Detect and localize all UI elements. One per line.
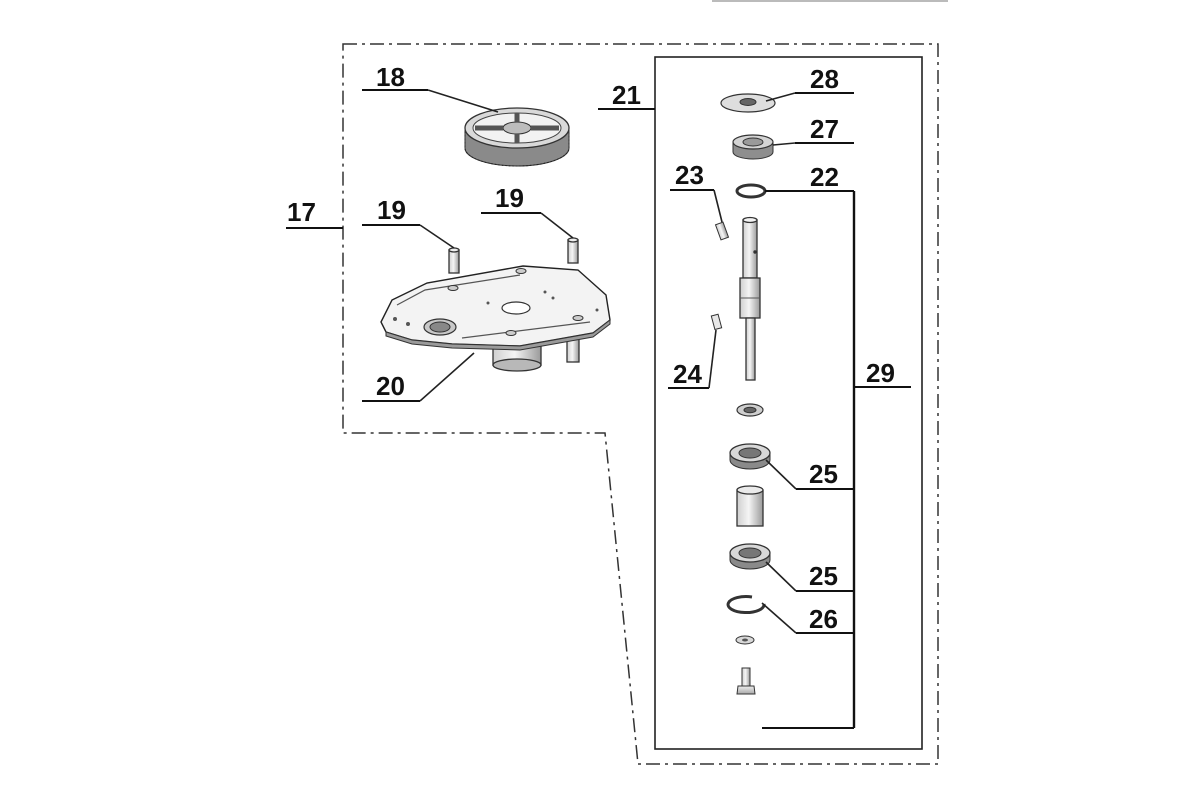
assembly-21-boundary: [654, 56, 923, 750]
pin-right: [567, 237, 579, 264]
label-19-left: 19: [377, 195, 406, 225]
seal-part: [732, 134, 774, 160]
label-29: 29: [866, 358, 895, 388]
base-plate-part: [380, 265, 611, 372]
key-part: [710, 313, 723, 331]
sleeve-part: [736, 485, 764, 527]
label-22: 22: [810, 162, 839, 192]
bearing-upper: [729, 443, 771, 470]
leader-lines: [286, 89, 911, 729]
assembly-17-boundary: [342, 43, 939, 765]
bearing-lower: [729, 543, 771, 570]
label-25-lower: 25: [809, 561, 838, 591]
label-20: 20: [376, 371, 405, 401]
spacer-ring: [736, 403, 764, 417]
label-26: 26: [809, 604, 838, 634]
grub-screw-part: [714, 221, 730, 241]
washer-part: [720, 93, 776, 113]
label-18: 18: [376, 62, 405, 92]
label-24: 24: [673, 359, 702, 389]
gear-part: [464, 107, 570, 167]
label-21: 21: [612, 80, 641, 110]
shaft-part: [739, 216, 761, 381]
bolt-part: [736, 667, 756, 695]
label-23: 23: [675, 160, 704, 190]
circlip-upper: [735, 183, 767, 199]
circlip-lower: [726, 595, 766, 615]
label-28: 28: [810, 64, 839, 94]
small-washer: [735, 635, 755, 645]
label-17: 17: [287, 197, 316, 227]
label-19-right: 19: [495, 183, 524, 213]
pin-left: [448, 247, 460, 274]
callout-labels: 17 18 19 19 20 21 22 23 24 25 25 26 27 2…: [287, 62, 895, 634]
label-27: 27: [810, 114, 839, 144]
label-25-upper: 25: [809, 459, 838, 489]
